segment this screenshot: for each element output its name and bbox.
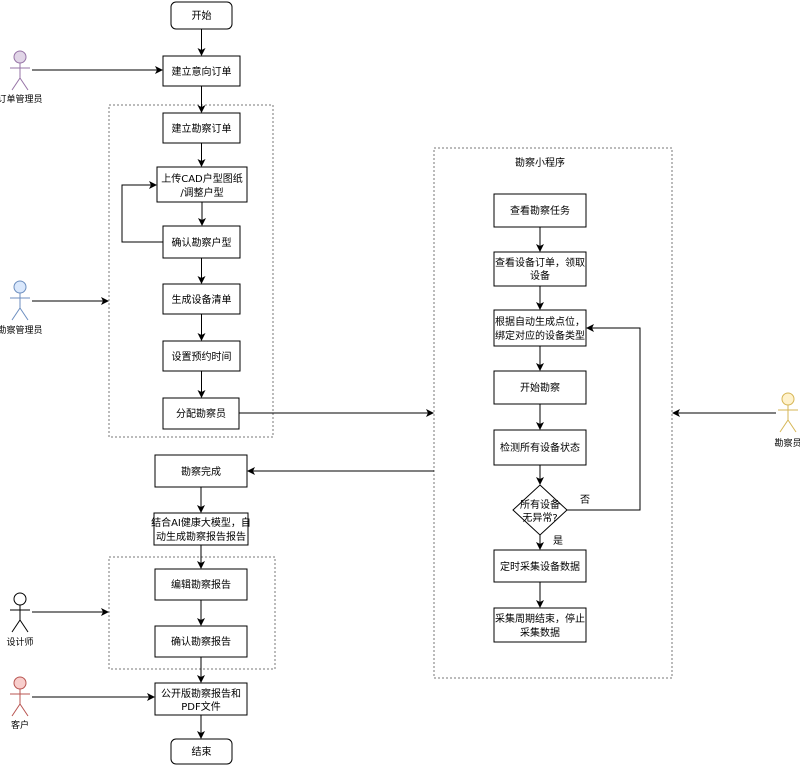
upload-cad-box[interactable]: 上传CAD户型图纸 /调整户型 xyxy=(156,166,248,203)
order-manager-actor: 订单管理员 xyxy=(0,50,43,105)
start-node-label: 开始 xyxy=(192,9,212,22)
decision-label-2: 无异常? xyxy=(522,511,557,524)
surveyor-actor: 勘察员 xyxy=(774,392,800,449)
create-survey-order-label: 建立勘察订单 xyxy=(172,122,232,135)
view-tasks-label: 查看勘察任务 xyxy=(510,204,570,217)
mini-program-arrows xyxy=(536,227,641,608)
customer-figure-icon xyxy=(10,676,30,717)
set-appointment-box[interactable]: 设置预约时间 xyxy=(162,340,241,372)
survey-manager-label: 勘察管理员 xyxy=(0,324,43,336)
customer-label: 客户 xyxy=(11,719,29,731)
survey-done-label: 勘察完成 xyxy=(181,465,221,478)
end-collect-box[interactable]: 采集周期结束，停止 采集数据 xyxy=(493,607,587,643)
end-collect-label-2: 采集数据 xyxy=(520,626,560,639)
create-intent-order-box[interactable]: 建立意向订单 xyxy=(162,55,241,87)
all-normal-decision[interactable]: 所有设备 无异常? xyxy=(512,484,568,536)
mini-program-title: 勘察小程序 xyxy=(515,156,565,169)
designer-figure-icon xyxy=(10,592,30,633)
main-flow-arrows xyxy=(121,29,434,739)
publish-report-label-1: 公开版勘察报告和 xyxy=(161,687,241,700)
edit-report-box[interactable]: 编辑勘察报告 xyxy=(154,568,248,601)
view-tasks-box[interactable]: 查看勘察任务 xyxy=(493,193,587,228)
create-survey-order-box[interactable]: 建立勘察订单 xyxy=(162,112,241,144)
upload-cad-label-2: /调整户型 xyxy=(180,186,223,199)
auto-points-label-1: 根据自动生成点位， xyxy=(495,315,585,328)
view-device-order-label-1: 查看设备订单，领取 xyxy=(495,256,585,269)
assign-surveyor-label: 分配勘察员 xyxy=(176,407,226,420)
end-collect-label-1: 采集周期结束，停止 xyxy=(495,612,585,625)
ai-report-label-2: 动生成勘察报告报告 xyxy=(156,530,246,543)
start-survey-box[interactable]: 开始勘察 xyxy=(493,370,587,405)
generate-device-list-box[interactable]: 生成设备清单 xyxy=(162,283,241,315)
confirm-report-label: 确认勘察报告 xyxy=(171,635,231,648)
timed-collect-box[interactable]: 定时采集设备数据 xyxy=(493,549,587,583)
auto-points-box[interactable]: 根据自动生成点位， 绑定对应的设备类型 xyxy=(493,309,587,347)
start-survey-label: 开始勘察 xyxy=(520,381,560,394)
end-node[interactable]: 结束 xyxy=(170,738,233,765)
order-manager-figure-icon xyxy=(10,50,30,91)
view-device-order-label-2: 设备 xyxy=(530,269,550,282)
edit-report-label: 编辑勘察报告 xyxy=(171,578,231,591)
ai-report-label-1: 结合AI健康大模型，自 xyxy=(151,516,251,529)
confirm-floorplan-box[interactable]: 确认勘察户型 xyxy=(162,225,241,259)
ai-report-box[interactable]: 结合AI健康大模型，自 动生成勘察报告报告 xyxy=(151,512,251,546)
create-intent-order-label: 建立意向订单 xyxy=(172,65,232,78)
customer-actor: 客户 xyxy=(10,676,30,731)
design-group xyxy=(108,556,276,670)
no-branch-label: 否 xyxy=(580,494,590,506)
generate-device-list-label: 生成设备清单 xyxy=(172,293,232,306)
end-node-label: 结束 xyxy=(192,745,212,758)
decision-label-1: 所有设备 xyxy=(520,498,560,511)
survey-manager-figure-icon xyxy=(10,280,30,321)
confirm-floorplan-label: 确认勘察户型 xyxy=(172,236,232,249)
surveyor-figure-icon xyxy=(778,392,798,433)
start-node[interactable]: 开始 xyxy=(170,1,233,30)
confirm-report-box[interactable]: 确认勘察报告 xyxy=(154,625,248,658)
view-device-order-box[interactable]: 查看设备订单，领取 设备 xyxy=(493,251,587,287)
upload-cad-label-1: 上传CAD户型图纸 xyxy=(161,172,243,185)
surveyor-label: 勘察员 xyxy=(774,437,800,449)
yes-branch-label: 是 xyxy=(553,535,563,547)
auto-points-label-2: 绑定对应的设备类型 xyxy=(495,329,585,342)
assign-surveyor-box[interactable]: 分配勘察员 xyxy=(162,397,240,430)
timed-collect-label: 定时采集设备数据 xyxy=(500,560,580,573)
order-manager-label: 订单管理员 xyxy=(0,93,43,105)
check-status-label: 检测所有设备状态 xyxy=(500,441,580,454)
designer-label: 设计师 xyxy=(6,636,33,648)
set-appointment-label: 设置预约时间 xyxy=(172,350,232,363)
publish-report-box[interactable]: 公开版勘察报告和 PDF文件 xyxy=(154,682,248,716)
check-status-box[interactable]: 检测所有设备状态 xyxy=(493,429,587,466)
survey-done-box[interactable]: 勘察完成 xyxy=(154,454,248,488)
designer-actor: 设计师 xyxy=(6,592,34,648)
management-group xyxy=(108,104,274,438)
actor-arrows xyxy=(32,66,776,701)
survey-manager-actor: 勘察管理员 xyxy=(0,280,43,336)
publish-report-label-2: PDF文件 xyxy=(181,700,220,713)
